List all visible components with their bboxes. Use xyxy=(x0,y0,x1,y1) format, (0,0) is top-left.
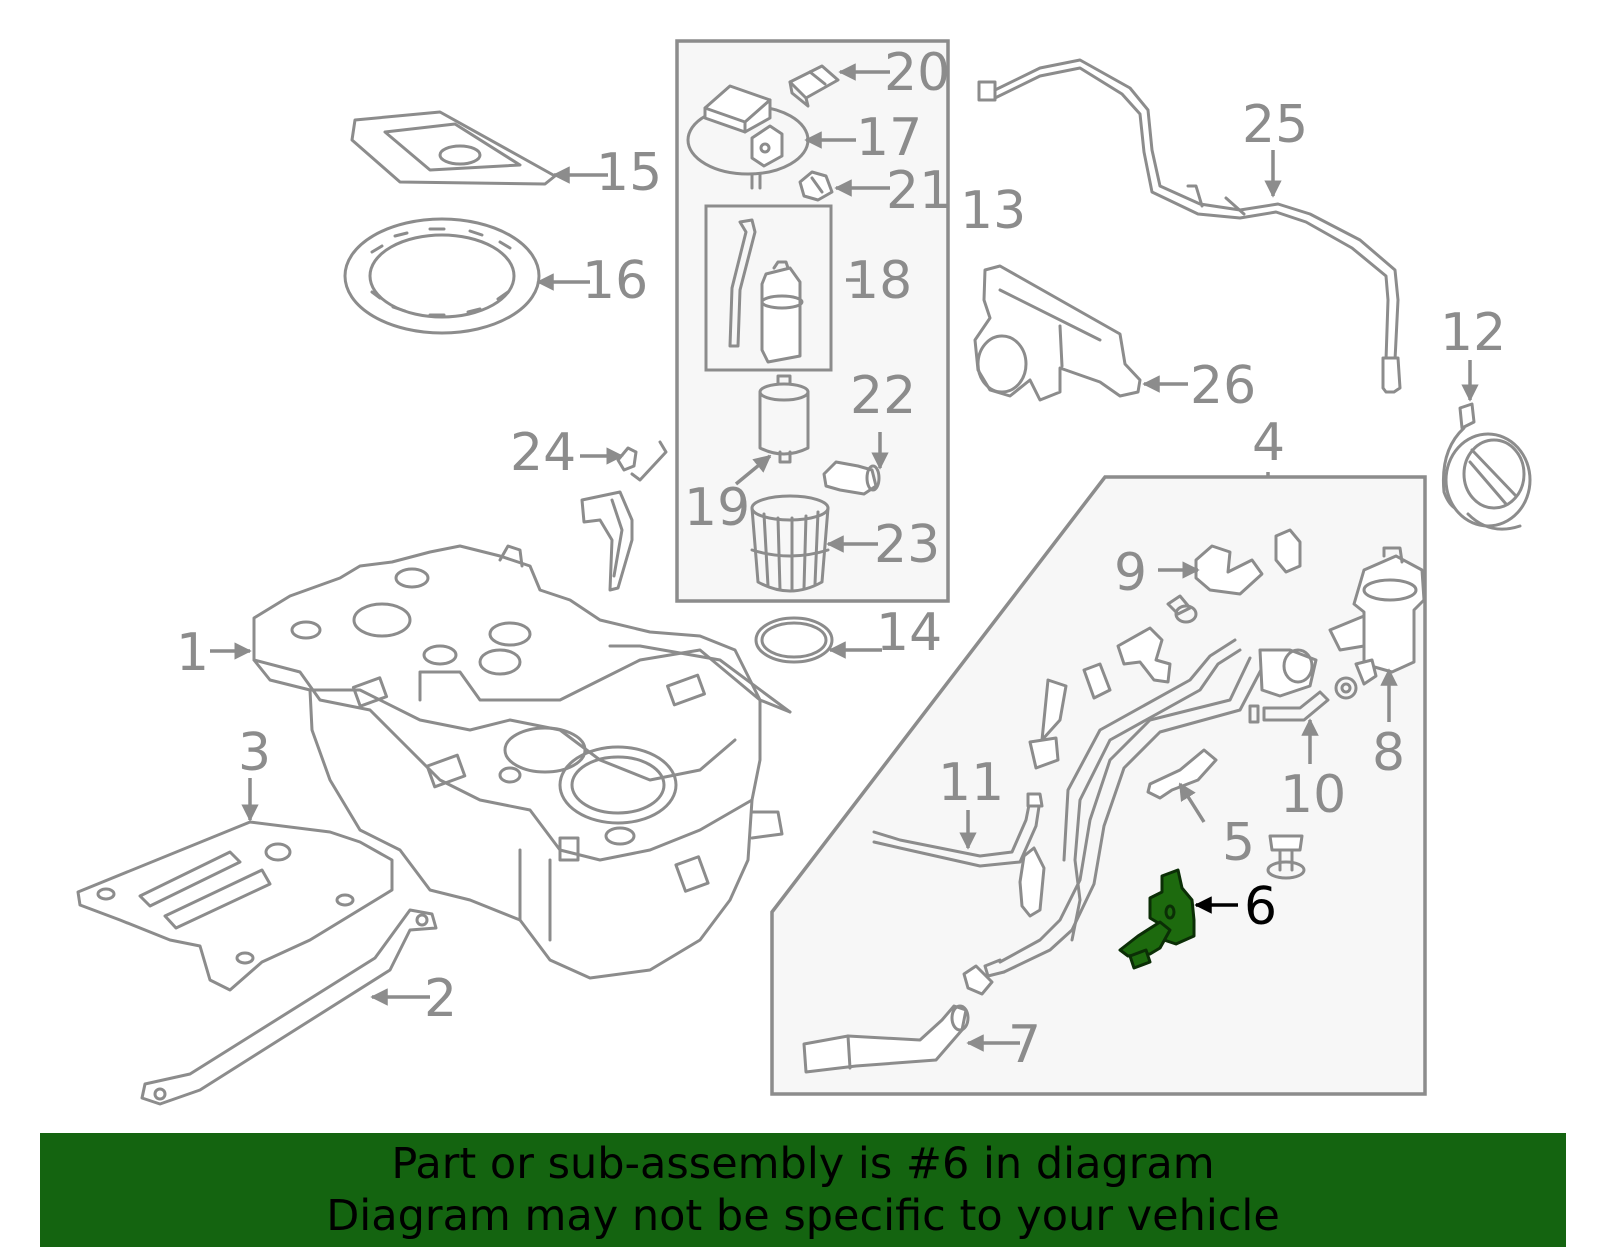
part-18-pump xyxy=(728,218,804,364)
part-16-ring xyxy=(343,217,541,335)
part-21-clip xyxy=(798,170,834,202)
part-20-connector xyxy=(788,64,840,108)
banner-line-2: Diagram may not be specific to your vehi… xyxy=(326,1191,1280,1241)
part-23-strainer xyxy=(750,494,830,593)
callout-2: 2 xyxy=(424,969,457,1029)
callout-24: 24 xyxy=(510,423,576,483)
callout-22: 22 xyxy=(850,366,916,426)
part-9-fittings xyxy=(1082,528,1302,700)
callout-10: 10 xyxy=(1280,765,1346,825)
banner-line-1: Part or sub-assembly is #6 in diagram xyxy=(391,1139,1215,1189)
callout-19: 19 xyxy=(684,478,750,538)
callout-3: 3 xyxy=(238,723,271,783)
part-2-strap xyxy=(140,908,438,1106)
callout-21: 21 xyxy=(886,161,952,221)
callout-12: 12 xyxy=(1440,303,1506,363)
part-14-seal xyxy=(754,616,834,664)
callout-6: 6 xyxy=(1244,877,1277,937)
callout-16: 16 xyxy=(582,251,648,311)
part-5-bracket xyxy=(1146,748,1306,880)
callout-7: 7 xyxy=(1008,1015,1041,1075)
info-banner: Part or sub-assembly is #6 in diagram Di… xyxy=(40,1133,1566,1247)
part-3-heat-shield xyxy=(76,820,394,992)
callout-26: 26 xyxy=(1190,356,1256,416)
filler-neck-pipe xyxy=(983,638,1318,978)
part-26-housing xyxy=(973,264,1142,402)
part-15-cover xyxy=(350,110,557,186)
callout-4: 4 xyxy=(1252,413,1285,473)
callout-labels: 1 2 3 4 5 6 7 8 9 10 11 12 13 14 15 16 1… xyxy=(176,43,1506,1075)
part-19-filter xyxy=(758,374,810,464)
part-11-hose xyxy=(872,678,1068,918)
callout-5: 5 xyxy=(1222,813,1255,873)
callout-9: 9 xyxy=(1114,543,1147,603)
callout-18: 18 xyxy=(846,251,912,311)
callout-14: 14 xyxy=(876,603,942,663)
callout-8: 8 xyxy=(1372,723,1405,783)
part-7-hose xyxy=(802,964,994,1074)
callout-17: 17 xyxy=(856,108,922,168)
callout-23: 23 xyxy=(874,515,940,575)
callout-1: 1 xyxy=(176,623,209,683)
part-22-valve xyxy=(822,460,881,496)
callout-15: 15 xyxy=(596,143,662,203)
part-25-vent-line xyxy=(977,58,1402,394)
part-10-line xyxy=(1248,676,1358,724)
part-6-highlighted xyxy=(1118,868,1196,970)
part-12-fuel-cap xyxy=(1441,402,1532,531)
callout-25: 25 xyxy=(1242,95,1308,155)
filler-neck-box xyxy=(770,475,1427,1096)
part-17-flange xyxy=(686,84,810,190)
part-8-canister xyxy=(1328,546,1426,686)
callout-arrows xyxy=(210,63,1479,1052)
callout-20: 20 xyxy=(884,43,950,103)
callout-11: 11 xyxy=(938,753,1004,813)
part-24-sender xyxy=(580,440,668,592)
callout-13: 13 xyxy=(960,181,1026,241)
part-1-fuel-tank xyxy=(252,544,792,980)
